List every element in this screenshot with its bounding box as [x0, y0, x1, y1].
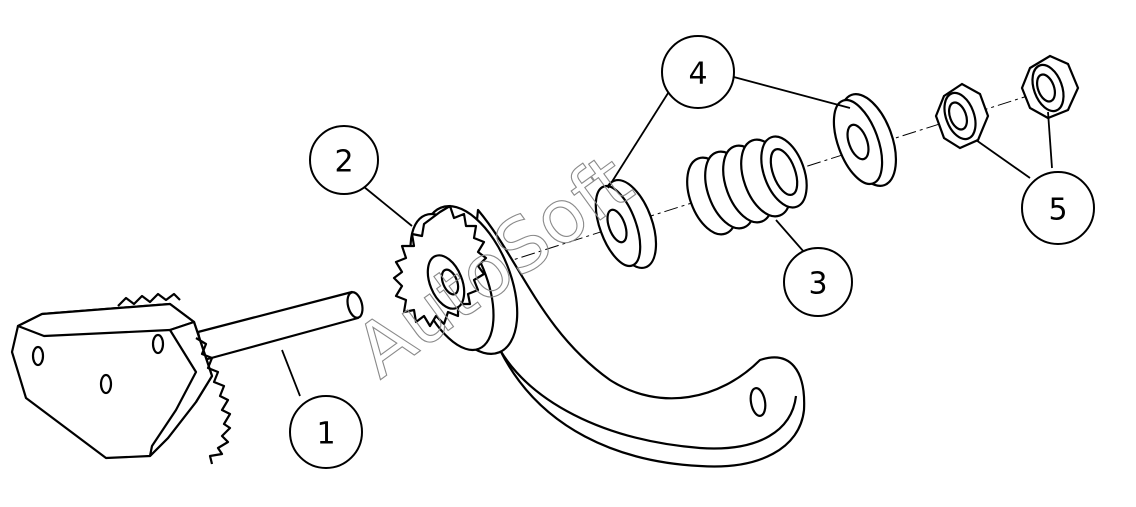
leader-line-2 [357, 181, 413, 227]
part-5-nut-left [934, 82, 990, 150]
callout-3: 3 [783, 247, 853, 317]
watermark: AutoSoft [339, 138, 648, 395]
callout-5-label: 5 [1048, 193, 1067, 228]
callout-4: 4 [661, 35, 735, 109]
leader-lines [281, 75, 1053, 397]
callout-1-label: 1 [316, 417, 335, 452]
part-1-ratchet-bracket [10, 290, 364, 465]
callout-5: 5 [1021, 171, 1095, 245]
leader-line-4b [729, 75, 851, 109]
callout-4-label: 4 [688, 57, 707, 92]
callout-2-label: 2 [334, 145, 353, 180]
part-4-washer-front [594, 179, 658, 269]
part-4-washer-rear [832, 93, 897, 187]
leader-line-4a [607, 89, 671, 189]
callout-3-label: 3 [808, 267, 827, 302]
watermark-text: AutoSoft [340, 138, 648, 394]
part-3-spring [686, 135, 808, 236]
leader-line-3 [775, 219, 805, 253]
callout-2: 2 [309, 125, 379, 195]
part-2-serrated-arm [392, 204, 806, 468]
part-5-nut-right [1020, 54, 1080, 120]
leader-line-1 [281, 349, 301, 397]
callout-1: 1 [289, 395, 363, 469]
leader-line-5b [1047, 111, 1053, 169]
leader-line-5a [975, 139, 1031, 179]
